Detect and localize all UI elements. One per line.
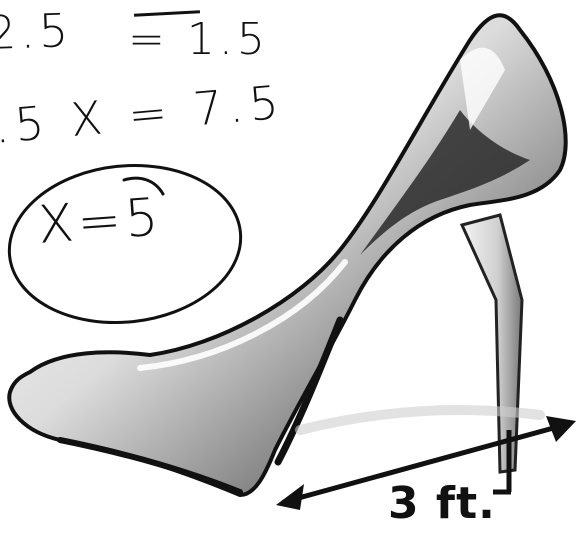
dimension-label: 3 ft. xyxy=(388,478,496,529)
equation-line-1-left: 2.5 xyxy=(0,3,73,60)
shoe-heel xyxy=(459,213,524,474)
shoe-opening xyxy=(360,110,530,255)
equation-line-1-right: = 1.5 xyxy=(128,14,269,65)
equation-answer: X=5 xyxy=(36,187,165,256)
dimension-arrow xyxy=(276,416,576,510)
answer-circle xyxy=(7,163,243,325)
